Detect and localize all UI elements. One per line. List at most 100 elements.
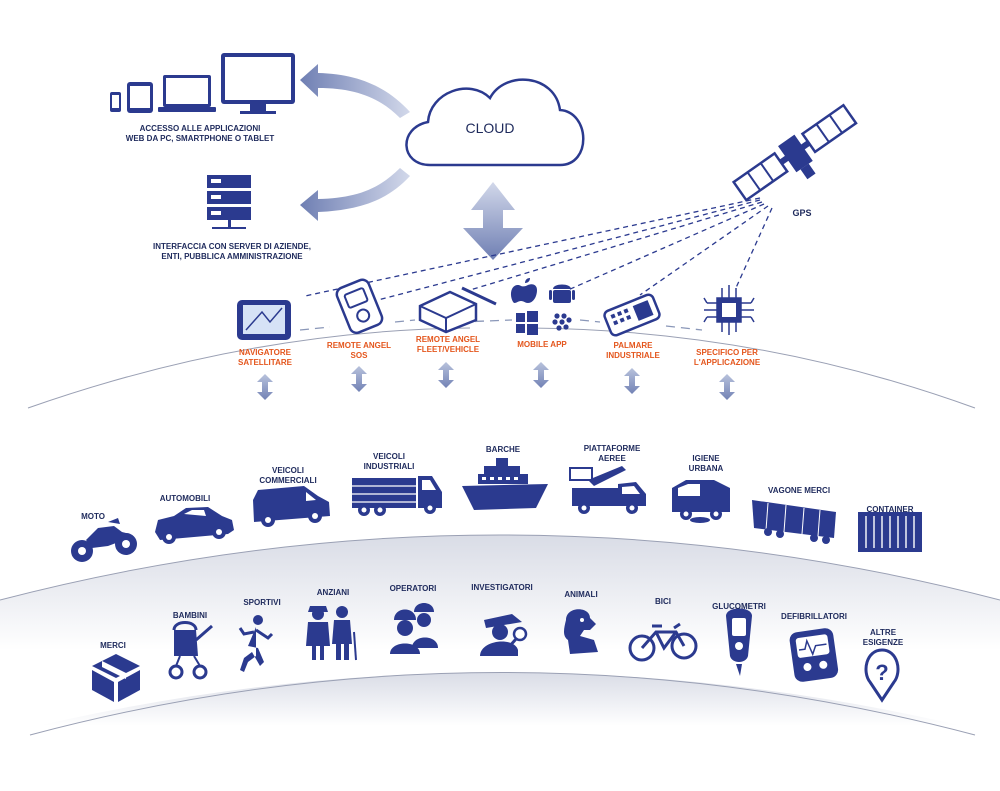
vehicle-label-line: INDUSTRIALI	[363, 462, 415, 471]
cloud-icon	[405, 78, 585, 167]
people-label-sportivi: SPORTIVI	[243, 598, 280, 608]
vehicle-label-line: VEICOLI	[271, 466, 305, 475]
device-label-line: INDUSTRIALE	[606, 351, 660, 360]
people-label-operatori: OPERATORI	[390, 584, 437, 594]
apple-icon	[510, 284, 537, 303]
device-label-line: SATELLITARE	[238, 358, 292, 367]
vehicle-label-line: VEICOLI	[372, 452, 406, 461]
people-label-line: MERCI	[100, 641, 126, 650]
windows-icon	[516, 311, 538, 335]
people-label-glucometri: GLUCOMETRI	[712, 602, 766, 612]
people-label-investigatori: INVESTIGATORI	[471, 583, 533, 593]
workers-icon	[390, 603, 438, 654]
question-pin-icon: ?	[864, 648, 900, 703]
vehicle-label-line: VAGONE MERCI	[767, 486, 831, 495]
people-label-line: GLUCOMETRI	[712, 602, 766, 611]
freight-wagon-icon	[752, 500, 836, 544]
truck-icon	[352, 476, 442, 516]
device-band-curve	[27, 327, 976, 409]
mobile-os-icons	[510, 278, 575, 335]
industrial-handheld-icon	[603, 293, 661, 337]
vehicle-label-commerciali: VEICOLI COMMERCIALI	[259, 466, 316, 486]
street-sweeper-icon	[672, 480, 730, 523]
people-label-bambini: BAMBINI	[173, 611, 207, 621]
server-label-line-1: INTERFACCIA CON SERVER DI AZIENDE,	[153, 242, 311, 251]
android-icon	[549, 284, 575, 303]
blackberry-icon	[552, 313, 572, 331]
chip-icon	[703, 285, 755, 335]
people-band-curve	[29, 672, 976, 736]
devices-label-line-1: ACCESSO ALLE APPLICAZIONI	[139, 124, 261, 133]
device-label-line: L'APPLICAZIONE	[693, 358, 761, 367]
device-label-mobile-app: MOBILE APP	[517, 340, 566, 350]
devices-label-line-2: WEB DA PC, SMARTPHONE O TABLET	[125, 134, 275, 143]
device-label-line: PALMARE	[613, 341, 653, 350]
vehicle-label-container: CONTAINER	[867, 505, 914, 515]
device-label-palmare: PALMARE INDUSTRIALE	[606, 341, 660, 361]
device-label-line: REMOTE ANGEL	[326, 341, 392, 350]
device-label-navigatore: NAVIGATORE SATELLITARE	[238, 348, 292, 368]
people-label-line: INVESTIGATORI	[471, 583, 533, 592]
van-icon	[253, 486, 330, 527]
box-icon	[92, 654, 140, 702]
vehicle-label-industriali: VEICOLI INDUSTRIALI	[364, 452, 415, 472]
arrow-devices-cloud	[300, 64, 410, 118]
people-label-line: ANIMALI	[564, 590, 598, 599]
aerial-platform-icon	[569, 466, 646, 514]
device-label-remote-angel-fleet: REMOTE ANGEL FLEET/VEHICLE	[416, 335, 480, 355]
vehicle-label-line: MOTO	[81, 512, 105, 521]
device-label-line: FLEET/VEHICLE	[416, 345, 480, 354]
vehicle-label-barche: BARCHE	[486, 445, 520, 455]
people-label-line: BICI	[655, 597, 671, 606]
people-label-altre-esigenze: ALTRE ESIGENZE	[863, 628, 903, 648]
car-icon	[155, 507, 234, 544]
vehicle-label-vagone: VAGONE MERCI	[768, 486, 830, 496]
ship-icon	[462, 458, 548, 510]
arrow-server-cloud	[300, 168, 410, 221]
vehicle-label-line: BARCHE	[485, 445, 521, 454]
device-label-specifico: SPECIFICO PER L'APPLICAZIONE	[694, 348, 760, 368]
device-label-line: MOBILE APP	[517, 340, 567, 349]
gps-links	[304, 197, 773, 301]
bicycle-icon	[628, 622, 698, 662]
device-label-line: SOS	[350, 351, 368, 360]
people-label-animali: ANIMALI	[564, 590, 597, 600]
people-label-merci: MERCI	[100, 641, 126, 651]
dog-icon	[564, 609, 598, 654]
cloud-label: CLOUD	[465, 120, 515, 136]
gps-navigator-icon	[237, 300, 291, 340]
people-label-defibrillatori: DEFIBRILLATORI	[781, 612, 847, 622]
device-label-remote-angel-sos: REMOTE ANGEL SOS	[327, 341, 391, 361]
vehicle-label-line: AEREE	[598, 454, 626, 463]
people-label-line: ESIGENZE	[862, 638, 904, 647]
svg-text:?: ?	[875, 660, 888, 685]
vehicle-label-line: URBANA	[688, 464, 724, 473]
people-label-anziani: ANZIANI	[317, 588, 349, 598]
remote-angel-fleet-icon	[418, 286, 497, 334]
server-label-line-2: ENTI, PUBBLICA AMMINISTRAZIONE	[161, 252, 303, 261]
vehicle-label-line: AUTOMOBILI	[159, 494, 211, 503]
device-label-line: REMOTE ANGEL	[415, 335, 481, 344]
vehicle-label-line: CONTAINER	[866, 505, 914, 514]
people-label-line: ALTRE	[869, 628, 897, 637]
devices-icon	[110, 53, 295, 114]
satellite-icon	[731, 103, 858, 202]
people-label-line: BAMBINI	[172, 611, 208, 620]
container-icon	[858, 512, 922, 552]
stroller-icon	[168, 621, 213, 680]
vehicle-label-moto: MOTO	[81, 512, 105, 522]
people-label-line: DEFIBRILLATORI	[781, 612, 847, 621]
vehicle-label-automobili: AUTOMOBILI	[160, 494, 211, 504]
gps-label: GPS	[792, 208, 812, 218]
arrow-cloud-devices	[463, 182, 523, 260]
devices-label: ACCESSO ALLE APPLICAZIONI WEB DA PC, SMA…	[126, 124, 274, 144]
people-label-line: OPERATORI	[389, 584, 437, 593]
vehicle-band-curve	[0, 534, 1000, 601]
people-band	[0, 672, 1000, 791]
server-label: INTERFACCIA CON SERVER DI AZIENDE, ENTI,…	[153, 242, 311, 262]
vehicle-label-line: IGIENE	[692, 454, 720, 463]
device-label-line: SPECIFICO PER	[696, 348, 758, 357]
vehicle-label-piattaforme: PIATTAFORME AEREE	[584, 444, 641, 464]
people-label-bici: BICI	[655, 597, 671, 607]
